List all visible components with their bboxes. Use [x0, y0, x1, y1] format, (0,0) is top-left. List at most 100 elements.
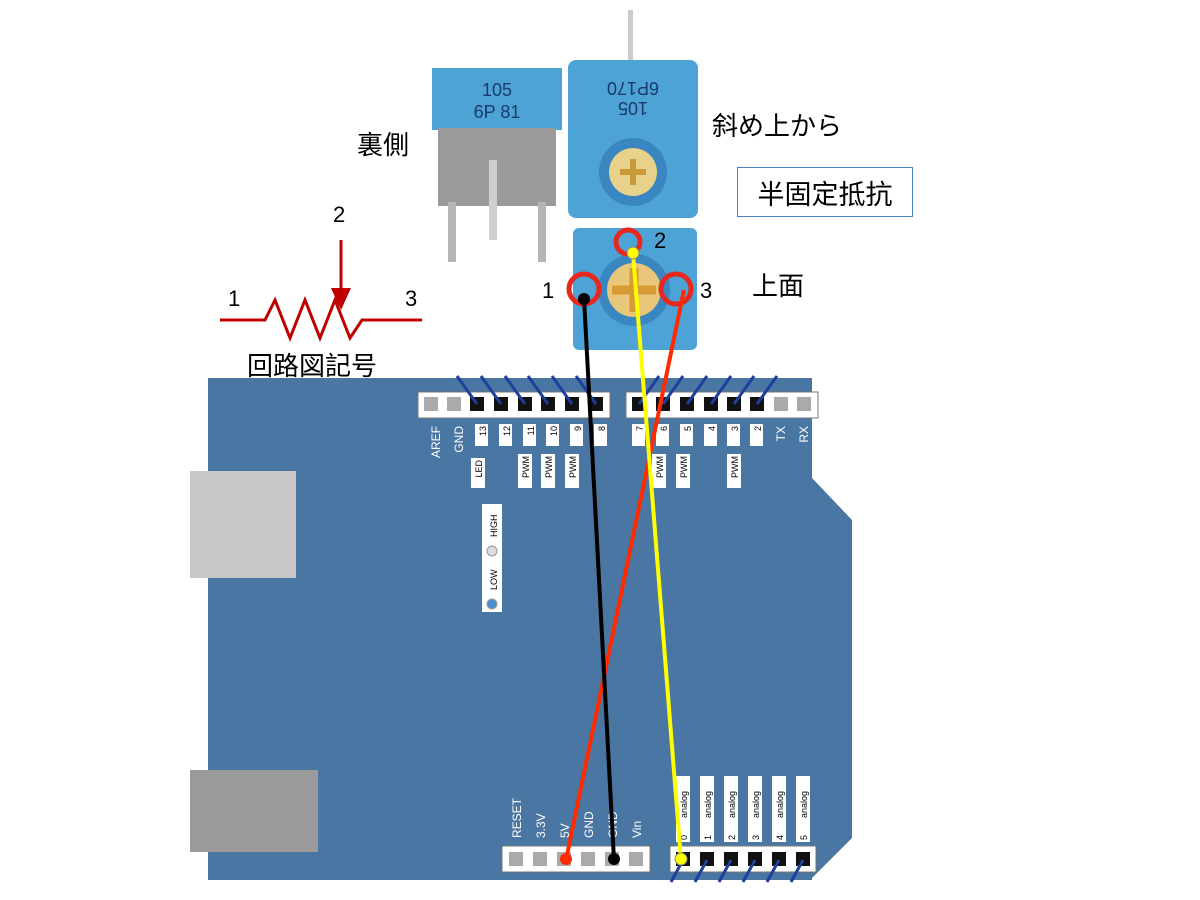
yellow-wire-end-bottom	[674, 852, 688, 866]
schematic-arrow	[331, 288, 351, 310]
digital-pin-label: 9	[573, 426, 583, 431]
digital-pin-label: RX	[797, 426, 811, 443]
pot-pin1-label: 1	[542, 278, 554, 303]
digital-label-box	[475, 424, 488, 446]
led-label-box	[471, 458, 485, 488]
analog-number-label: 0	[679, 835, 689, 840]
red-wire	[564, 289, 686, 861]
back-caption: 裏側	[357, 131, 410, 161]
pot-pin3-label: 3	[700, 278, 712, 303]
yellow-wire-end-top	[626, 246, 640, 260]
red-wire-end-bottom	[560, 853, 572, 865]
schematic-pin1: 1	[228, 286, 240, 311]
schematic-caption: 回路図記号	[247, 352, 378, 382]
digital-label-box	[656, 424, 669, 446]
pwm-label: PWM	[544, 456, 554, 478]
pwm-label-box	[541, 454, 555, 488]
arduino-board	[208, 378, 852, 880]
analog-number-label: 1	[703, 835, 713, 840]
digital-pin-label: 3	[730, 426, 740, 431]
pwm-label: PWM	[521, 456, 531, 478]
analog-pin-labels: analog 0 analog 1 analog 2 analog 3 analog 4 analo…	[676, 776, 810, 842]
power-pin-label: RESET	[510, 797, 524, 838]
power-pin-label: GND	[582, 811, 596, 838]
pot-back-photo: 105 6P 81	[432, 68, 562, 262]
digital-header-right	[625, 391, 819, 419]
black-wire-end-bottom	[608, 853, 620, 865]
digital-pin-label: 7	[635, 426, 645, 431]
angle-marking-2: 105	[618, 98, 648, 118]
digital-pin-label: AREF	[429, 426, 443, 458]
pwm-label: PWM	[568, 456, 578, 478]
digital-pin-label: 2	[753, 426, 763, 431]
power-pin-label: 3.3V	[534, 813, 548, 838]
back-marking-2: 6P 81	[474, 102, 521, 122]
pwm-led-labels: LED PWM PWM PWM PWM PWM PWM	[471, 454, 741, 488]
digital-label-box	[680, 424, 693, 446]
pwm-label: PWM	[679, 456, 689, 478]
power-pin-label: 5V	[558, 823, 572, 838]
angle-marking-1: 6P170	[607, 78, 659, 98]
led-switch-high-dot	[486, 545, 498, 557]
led-switch-low-dot	[486, 598, 498, 610]
digital-label-box	[704, 424, 717, 446]
angle-caption: 斜め上から	[712, 112, 843, 142]
pwm-label-box	[727, 454, 741, 488]
led-label: LED	[474, 460, 484, 478]
analog-header	[669, 845, 817, 873]
yellow-wire	[631, 252, 683, 861]
digital-label-box	[523, 424, 536, 446]
digital-label-box	[727, 424, 740, 446]
digital-pin-label: 6	[659, 426, 669, 431]
digital-label-box	[570, 424, 583, 446]
digital-header-left	[417, 391, 611, 419]
analog-number-label: 3	[751, 835, 761, 840]
analog-label-box	[724, 776, 738, 842]
pwm-label-box	[565, 454, 579, 488]
pot-angle-photo: 6P170 105	[568, 10, 698, 218]
analog-label-box	[748, 776, 762, 842]
led-switch-labels: HIGH LOW	[486, 515, 499, 610]
schematic-pin3: 3	[405, 286, 417, 311]
analog-word-label: analog	[703, 791, 713, 818]
power-pin-label: Vin	[630, 821, 644, 838]
led-switch	[482, 504, 502, 612]
digital-pin-label: 8	[597, 426, 607, 431]
analog-number-label: 2	[727, 835, 737, 840]
analog-word-label: analog	[751, 791, 761, 818]
top-caption: 上面	[752, 272, 805, 302]
digital-label-box	[750, 424, 763, 446]
digital-label-box	[499, 424, 512, 446]
analog-number-label: 5	[799, 835, 809, 840]
digital-label-box	[546, 424, 559, 446]
digital-pin-label: GND	[452, 426, 466, 453]
analog-word-label: analog	[727, 791, 737, 818]
pwm-label-box	[652, 454, 666, 488]
pwm-label-box	[676, 454, 690, 488]
power-jack	[190, 770, 318, 852]
black-wire	[582, 297, 616, 861]
led-switch-high-label: HIGH	[489, 515, 499, 538]
power-header	[501, 845, 651, 873]
pwm-label: PWM	[655, 456, 665, 478]
digital-pin-label: 5	[683, 426, 693, 431]
header-leads-top	[455, 375, 779, 405]
black-wire-end-top	[578, 293, 590, 305]
analog-word-label: analog	[679, 791, 689, 818]
component-title: 半固定抵抗	[737, 167, 913, 217]
led-switch-low-label: LOW	[489, 569, 499, 590]
digital-label-box	[632, 424, 645, 446]
analog-label-box	[796, 776, 810, 842]
pwm-label: PWM	[730, 456, 740, 478]
analog-number-label: 4	[775, 835, 785, 840]
analog-label-box	[700, 776, 714, 842]
digital-label-box	[594, 424, 607, 446]
back-marking-1: 105	[482, 80, 512, 100]
digital-pin-label: 12	[502, 426, 512, 436]
pwm-label-box	[518, 454, 532, 488]
analog-word-label: analog	[775, 791, 785, 818]
analog-word-label: analog	[799, 791, 809, 818]
